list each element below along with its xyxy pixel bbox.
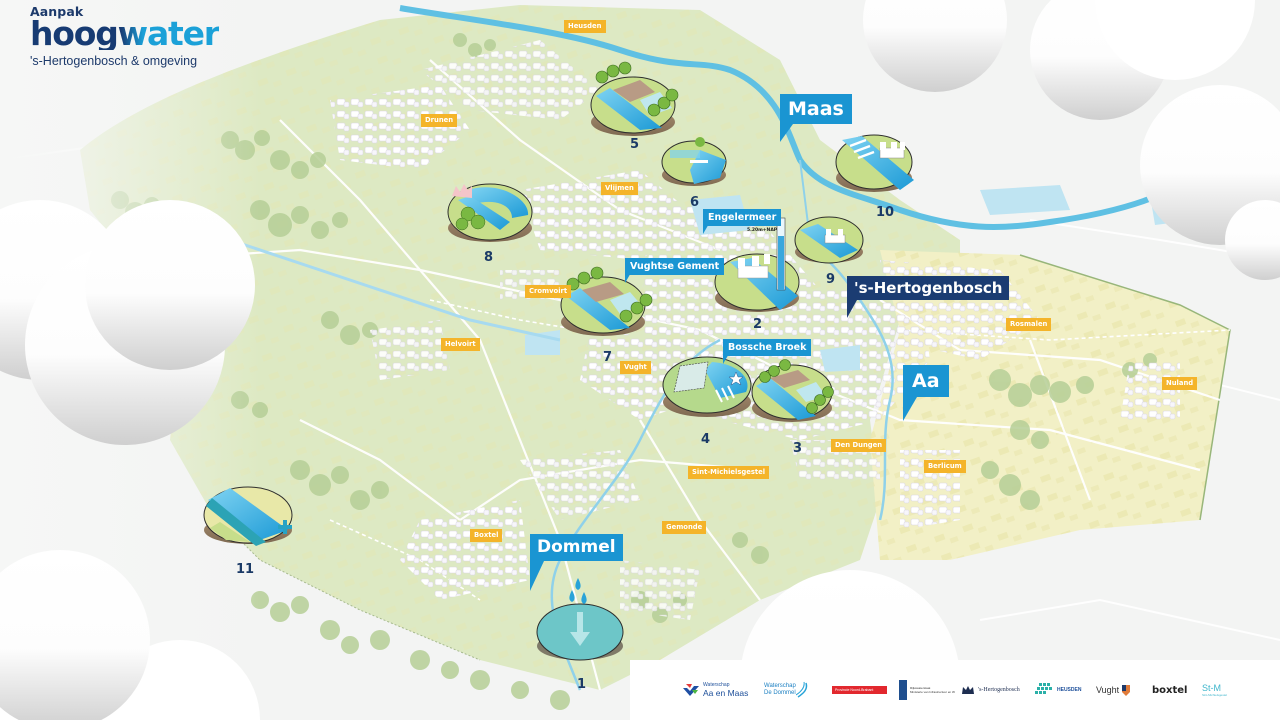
water-label-vughtse-gement[interactable]: Vughtse Gement [625, 254, 725, 283]
town-label-vlijmen[interactable]: Vlijmen [601, 175, 638, 195]
partner-logos: Waterschap Aa en Maas Waterschap De Domm… [680, 676, 1280, 704]
project-number-11[interactable]: 11 [236, 562, 255, 577]
town-label-boxtel[interactable]: Boxtel [470, 522, 503, 542]
flag-pointer [847, 300, 857, 318]
project-number-6[interactable]: 6 [690, 195, 700, 210]
project-number-1[interactable]: 1 [577, 677, 587, 692]
project-10-illustration [835, 134, 914, 192]
flag-pointer [780, 124, 793, 142]
water-label-aa[interactable]: Aa [903, 365, 949, 421]
town-label-heusden[interactable]: Heusden [564, 13, 606, 33]
logo-de-dommel[interactable]: Waterschap De Dommel [764, 676, 810, 704]
project-6-illustration [661, 137, 727, 186]
crown-icon [962, 686, 974, 694]
project-2-illustration [714, 217, 800, 312]
project-5-illustration [590, 61, 679, 136]
flag-pointer [625, 271, 632, 283]
dommel-swoosh-icon [795, 681, 808, 698]
town-label-nuland[interactable]: Nuland [1162, 370, 1198, 390]
heusden-grid-icon [1035, 683, 1052, 694]
town-label-den-dungen[interactable]: Den Dungen [831, 432, 887, 452]
project-11-illustration [203, 486, 293, 546]
project-7-illustration [560, 266, 653, 336]
project-number-2[interactable]: 2 [753, 317, 763, 332]
project-number-4[interactable]: 4 [701, 432, 711, 447]
logo-s-hertogenbosch[interactable]: 's-Hertogenbosch [961, 676, 1020, 704]
project-number-10[interactable]: 10 [876, 205, 895, 220]
town-label-helvoirt[interactable]: Helvoirt [441, 331, 480, 351]
town-label-berlicum[interactable]: Berlicum [924, 453, 966, 473]
town-label-gemonde[interactable]: Gemonde [662, 514, 707, 534]
river-maas [399, 5, 1172, 230]
flag-pointer [530, 561, 544, 591]
project-3-illustration [751, 359, 834, 422]
title-kicker: Aanpak [30, 4, 84, 19]
city-label-s-hertogenbosch[interactable]: 's-Hertogenbosch [847, 276, 1010, 318]
river-aa [799, 238, 894, 521]
project-9-illustration [794, 216, 864, 264]
logo-aa-en-maas[interactable]: Waterschap Aa en Maas [682, 676, 748, 704]
flag-pointer [723, 352, 730, 364]
logo-provincie-noord-brabant[interactable]: Provincie Noord-Brabant [832, 676, 887, 704]
project-4-illustration [662, 356, 752, 417]
logo-sint-michielsgestel[interactable]: St-M Sint-Michielsgestel [1202, 682, 1228, 697]
page-subtitle: 's-Hertogenbosch & omgeving [30, 54, 198, 68]
flag-pointer [703, 222, 710, 234]
logo-vught[interactable]: Vught [1096, 676, 1131, 704]
town-label-rosmalen[interactable]: Rosmalen [1006, 311, 1052, 331]
water-label-dommel[interactable]: Dommel [530, 534, 623, 591]
project-number-8[interactable]: 8 [484, 250, 494, 265]
flag-pointer [903, 397, 917, 421]
title-block: Aanpak hoogwater 's-Hertogenbosch & omge… [30, 4, 220, 68]
project-1-illustration [536, 578, 624, 661]
project-number-5[interactable]: 5 [630, 137, 640, 152]
vught-shield-icon [1122, 684, 1131, 696]
town-label-drunen[interactable]: Drunen [421, 107, 458, 127]
town-label-vught[interactable]: Vught [620, 354, 651, 374]
project-number-7[interactable]: 7 [603, 350, 613, 365]
project-number-3[interactable]: 3 [793, 441, 803, 456]
logo-heusden[interactable]: HEUSDEN [1035, 676, 1081, 704]
page-title: hoogwater [30, 14, 220, 53]
logo-boxtel[interactable]: boxtel [1152, 684, 1188, 696]
town-label-sint-michielsgestel[interactable]: Sint-Michielsgestel [688, 459, 770, 479]
water-label-bossche-broek[interactable]: Bossche Broek [723, 335, 812, 364]
water-label-engelermeer[interactable]: Engelermeer [703, 205, 782, 234]
project-number-9[interactable]: 9 [826, 272, 836, 287]
project-8-illustration [447, 183, 533, 242]
water-label-maas[interactable]: Maas [780, 94, 852, 142]
logo-rijkswaterstaat[interactable]: Rijkswaterstaat Ministerie van Infrastru… [899, 676, 955, 704]
aa-en-maas-icon [683, 684, 699, 696]
town-label-cromvoirt[interactable]: Cromvoirt [525, 278, 572, 298]
water-level-label: 5.20m+NAP [747, 228, 778, 233]
rijksoverheid-emblem-icon [899, 680, 907, 700]
